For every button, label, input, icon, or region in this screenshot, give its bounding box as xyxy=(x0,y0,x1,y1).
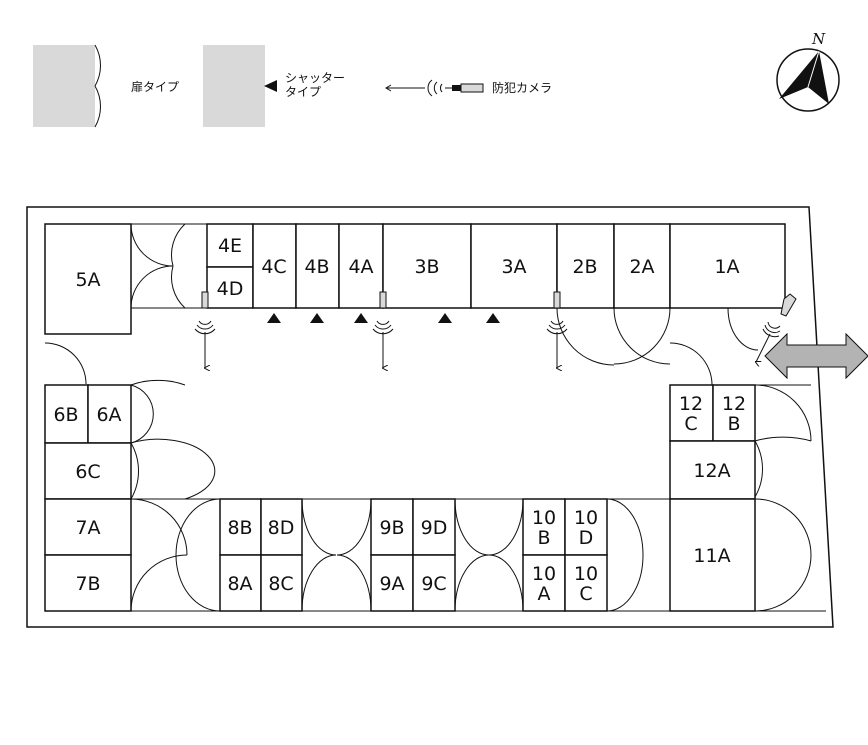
unit-label-12c: C xyxy=(684,413,697,435)
unit-label-10c: 10 xyxy=(574,563,598,585)
unit-label-9c: 9C xyxy=(421,573,446,595)
unit-label-9a: 9A xyxy=(379,573,404,595)
legend-shutter-unit-swatch xyxy=(203,45,265,127)
shutter-triangle-icon xyxy=(354,313,368,323)
unit-label-8d: 8D xyxy=(268,517,295,539)
site-boundary xyxy=(26,206,834,628)
door-swing-icon xyxy=(94,44,101,128)
unit-label-3b: 3B xyxy=(414,256,439,278)
unit-label-4e: 4E xyxy=(218,235,242,257)
unit-label-8b: 8B xyxy=(227,517,252,539)
unit-label-8a: 8A xyxy=(227,573,252,595)
unit-label-6b: 6B xyxy=(53,404,78,426)
shutter-triangle-icon xyxy=(310,313,324,323)
compass-circle xyxy=(776,48,840,112)
unit-label-10a: 10 xyxy=(532,563,556,585)
double-arrow-icon xyxy=(764,332,868,380)
unit-label-4c: 4C xyxy=(261,256,286,278)
shutter-triangle-icon xyxy=(267,313,281,323)
legend-shutter-label-1: シャッター xyxy=(285,71,345,85)
security-camera-icon xyxy=(546,291,568,368)
unit-label-10b: B xyxy=(537,527,550,549)
partition-lines xyxy=(131,223,826,612)
unit-label-6c: 6C xyxy=(75,461,100,483)
legend-shutter-label-2: タイプ xyxy=(285,85,321,99)
security-cameras xyxy=(194,291,797,368)
unit-label-6a: 6A xyxy=(96,404,121,426)
unit-label-4b: 4B xyxy=(304,256,329,278)
north-arrow-icon xyxy=(779,50,829,104)
unit-label-2b: 2B xyxy=(572,256,597,278)
security-camera-icon xyxy=(385,79,484,97)
unit-label-9d: 9D xyxy=(421,517,448,539)
unit-label-7b: 7B xyxy=(75,573,100,595)
unit-label-8c: 8C xyxy=(268,573,293,595)
unit-label-12a: 12A xyxy=(693,460,730,482)
unit-label-10d: D xyxy=(579,527,594,549)
unit-label-7a: 7A xyxy=(75,517,100,539)
shutter-markers xyxy=(267,313,500,323)
unit-label-4d: 4D xyxy=(217,278,244,300)
unit-label-10b: 10 xyxy=(532,507,556,529)
unit-label-9b: 9B xyxy=(379,517,404,539)
legend-camera: 防犯カメラ xyxy=(385,79,552,97)
compass-north-label: N xyxy=(811,30,826,48)
unit-label-5a: 5A xyxy=(75,269,100,291)
legend-door-type: 扉タイプ xyxy=(33,44,179,128)
unit-label-2a: 2A xyxy=(629,256,654,278)
security-camera-icon xyxy=(756,293,797,362)
unit-label-12c: 12 xyxy=(679,393,703,415)
security-camera-icon xyxy=(372,291,394,368)
shutter-triangle-icon xyxy=(486,313,500,323)
unit-labels: 5A 4E 4D 4C 4B 4A 3B 3A 2B 2A 1A 6B 6A 6C 7A 7B 8B 8D 8A 8C… xyxy=(53,235,746,605)
unit-label-1a: 1A xyxy=(714,256,739,278)
legend-camera-label: 防犯カメラ xyxy=(492,80,552,95)
door-swings xyxy=(44,223,812,612)
unit-label-10a: A xyxy=(538,583,551,605)
legend: 扉タイプ シャッター タイプ 防犯カメラ xyxy=(33,44,552,128)
unit-label-3a: 3A xyxy=(501,256,526,278)
unit-label-12b: 12 xyxy=(722,393,746,415)
unit-label-11a: 11A xyxy=(693,545,730,567)
compass: N xyxy=(776,30,840,112)
legend-shutter-type: シャッター タイプ xyxy=(203,45,345,127)
security-camera-icon xyxy=(194,291,216,368)
unit-label-12b: B xyxy=(727,413,740,435)
shutter-triangle-icon xyxy=(438,313,452,323)
unit-label-10c: C xyxy=(579,583,592,605)
unit-label-10d: 10 xyxy=(574,507,598,529)
unit-label-4a: 4A xyxy=(348,256,373,278)
legend-door-label: 扉タイプ xyxy=(131,80,179,94)
legend-door-unit-swatch xyxy=(33,45,95,127)
shutter-triangle-icon xyxy=(264,80,277,92)
unit-boxes xyxy=(44,223,786,612)
